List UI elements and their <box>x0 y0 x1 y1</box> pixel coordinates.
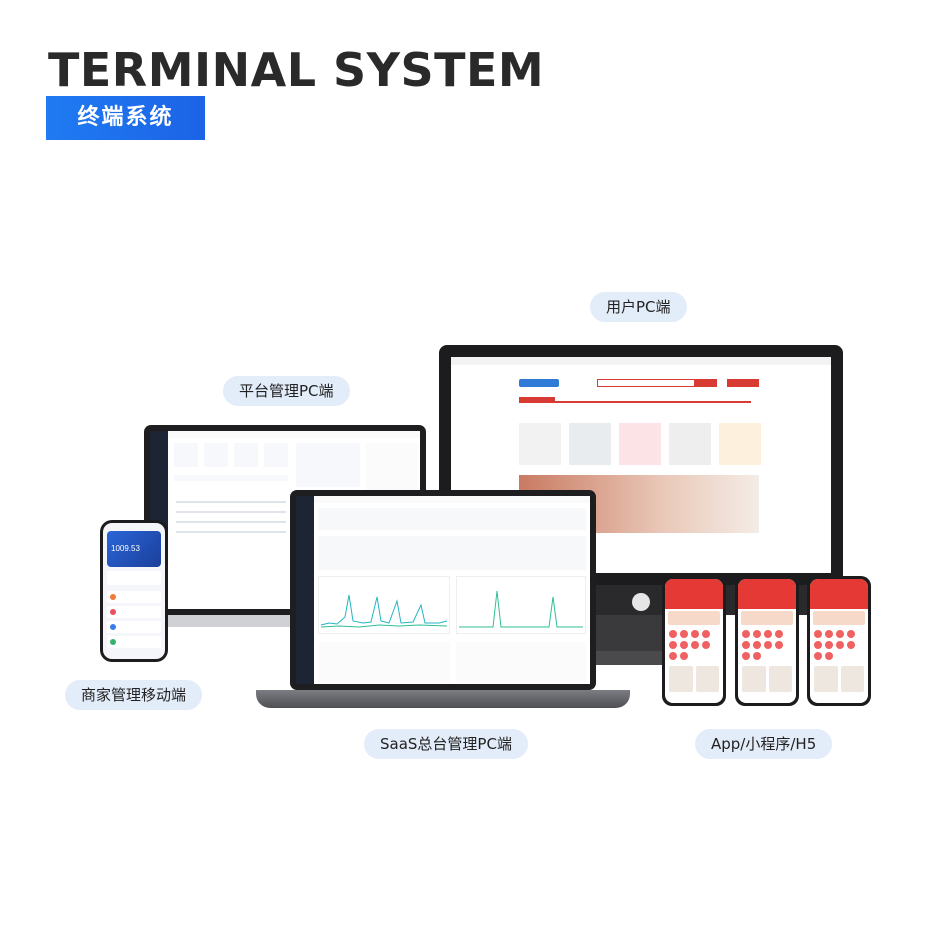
merchant-phone-screen: 1009.53 <box>103 523 165 659</box>
saas-pc-laptop <box>290 490 596 690</box>
product-thumb[interactable] <box>569 423 611 465</box>
label-user-pc: 用户PC端 <box>590 292 687 322</box>
shop-search-input[interactable] <box>597 379 695 387</box>
user-pc-monitor <box>439 345 843 585</box>
product-thumb[interactable] <box>619 423 661 465</box>
app-phone-screen <box>738 579 796 703</box>
app-phone-screen <box>665 579 723 703</box>
shop-search-button[interactable] <box>695 379 717 387</box>
label-merchant-mobile: 商家管理移动端 <box>65 680 203 710</box>
subtitle-badge: 终端系统 <box>46 96 205 140</box>
app-phone <box>735 576 799 706</box>
label-app: App/小程序/H5 <box>695 729 833 759</box>
saas-pc-screen <box>296 496 590 684</box>
label-platform-pc: 平台管理PC端 <box>223 376 350 406</box>
page-title: TERMINAL SYSTEM <box>48 43 545 97</box>
traffic-chart <box>320 594 448 628</box>
category-menu[interactable] <box>519 397 555 403</box>
user-pc-screen <box>451 357 831 573</box>
app-phone <box>662 576 726 706</box>
product-thumb[interactable] <box>669 423 711 465</box>
app-phone-screen <box>810 579 868 703</box>
product-thumb[interactable] <box>519 423 561 465</box>
shop-logo <box>519 379 559 387</box>
apple-logo-icon <box>632 593 650 611</box>
saas-pc-laptop-base <box>256 690 630 708</box>
shop-cart-button[interactable] <box>727 379 759 387</box>
sales-chart <box>459 590 583 628</box>
product-thumb[interactable] <box>719 423 761 465</box>
merchant-balance: 1009.53 <box>111 544 140 553</box>
merchant-phone: 1009.53 <box>100 520 168 662</box>
app-phone <box>807 576 871 706</box>
label-saas-pc: SaaS总台管理PC端 <box>364 729 528 759</box>
